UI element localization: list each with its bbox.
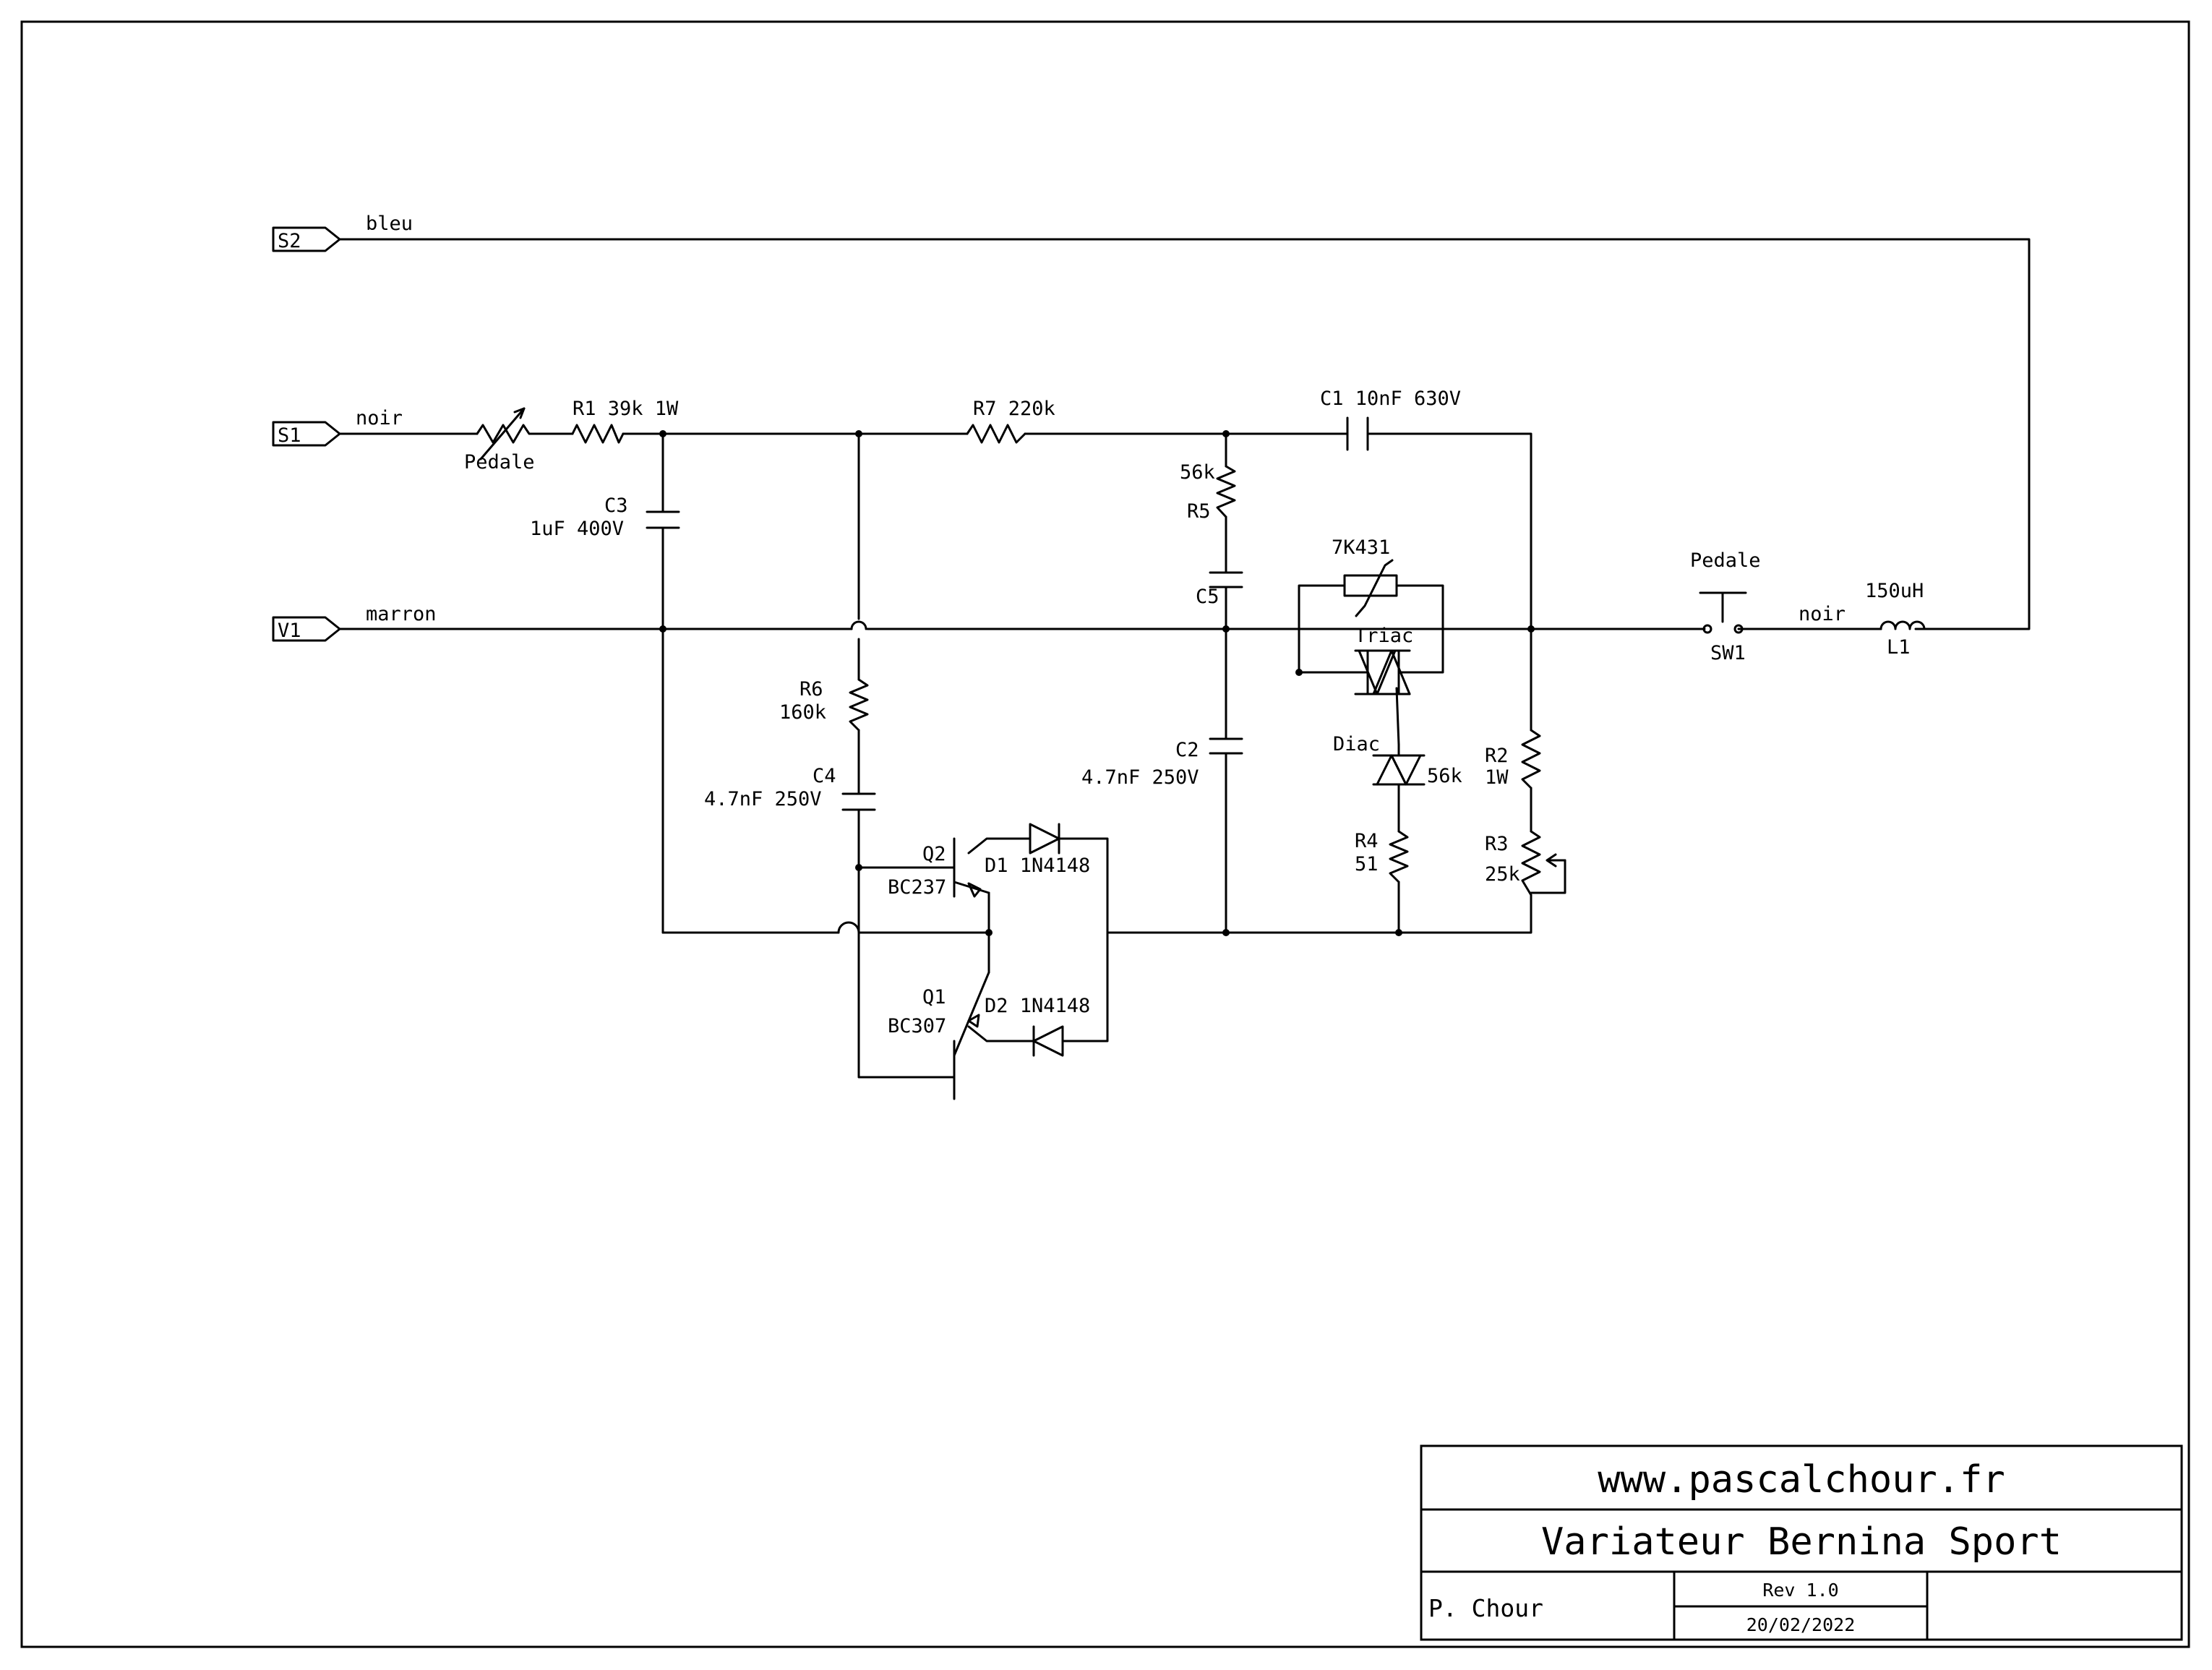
r2-value: 1W — [1485, 766, 1509, 789]
diode-d1: D1 1N4148 — [985, 823, 1090, 877]
r6-value: 160k — [779, 701, 826, 724]
switch-sw1: Pedale SW1 — [1690, 549, 1761, 664]
capacitor-c5: C5 — [1196, 571, 1243, 608]
port-s2-label: S2 — [278, 230, 301, 252]
diac-label: Diac — [1333, 733, 1380, 755]
website-label: www.pascalchour.fr — [1598, 1458, 2005, 1502]
q1-type: BC307 — [888, 1015, 946, 1037]
wire-label-noir-out: noir — [1799, 603, 1846, 625]
r4-value: 51 — [1355, 853, 1379, 875]
resistor-r1: R1 39k 1W — [571, 398, 679, 444]
diac-res-label: 56k — [1427, 765, 1462, 787]
crossover-bump — [850, 620, 867, 630]
date-label: 20/02/2022 — [1746, 1614, 1856, 1635]
d2-label: D2 1N4148 — [985, 995, 1090, 1017]
c3-value: 1uF 400V — [530, 518, 624, 540]
l1-label: L1 — [1887, 636, 1911, 659]
c4-name: C4 — [813, 765, 836, 787]
sw1-label: SW1 — [1710, 642, 1746, 664]
inductor-l1: 150uH L1 — [1865, 580, 1926, 659]
pedale-potentiometer: Pedale — [464, 407, 536, 474]
c5-label: C5 — [1196, 586, 1219, 608]
r6-name: R6 — [800, 678, 823, 701]
resistor-r7: R7 220k — [966, 398, 1055, 444]
schematic-title: Variateur Bernina Sport — [1541, 1520, 2062, 1564]
triac-label: Triac — [1355, 625, 1413, 647]
q2-name: Q2 — [922, 843, 946, 865]
crossover-bump — [837, 921, 860, 934]
potentiometer-r3: R3 25k — [1485, 830, 1566, 896]
r3-value: 25k — [1485, 863, 1520, 886]
r3-name: R3 — [1485, 833, 1509, 855]
varistor-label: 7K431 — [1332, 536, 1390, 559]
diode-d2: D2 1N4148 — [985, 995, 1090, 1057]
port-s1: S1 — [272, 421, 341, 447]
wire-label-marron: marron — [366, 603, 437, 625]
transistor-q2: Q2 BC237 — [888, 837, 990, 899]
author-label: P. Chour — [1428, 1594, 1543, 1622]
d1-label: D1 1N4148 — [985, 855, 1090, 877]
r1-label: R1 39k 1W — [573, 398, 679, 420]
capacitor-c3: C3 1uF 400V — [530, 494, 680, 540]
triac: Triac — [1354, 625, 1413, 695]
capacitor-c2: C2 4.7nF 250V — [1081, 737, 1243, 789]
q1-name: Q1 — [922, 986, 946, 1009]
resistor-r5: 56k R5 — [1180, 461, 1236, 523]
title-block: www.pascalchour.fr Variateur Bernina Spo… — [1420, 1444, 2183, 1641]
pedale-pot-label: Pedale — [464, 451, 535, 474]
wire-label-bleu: bleu — [366, 213, 413, 235]
c2-value: 4.7nF 250V — [1081, 766, 1199, 789]
port-s2: S2 — [272, 226, 341, 252]
capacitor-c4: C4 4.7nF 250V — [704, 765, 876, 811]
port-s1-label: S1 — [278, 424, 301, 447]
r5-value: 56k — [1180, 461, 1215, 484]
resistor-r6: R6 160k — [779, 678, 869, 732]
wire-label-noir: noir — [356, 407, 403, 429]
port-v1-label: V1 — [278, 620, 301, 642]
port-v1: V1 — [272, 616, 341, 642]
r2-name: R2 — [1485, 745, 1509, 767]
transistor-q1: Q1 BC307 — [888, 971, 990, 1100]
resistor-r2: R2 1W — [1485, 729, 1541, 789]
c4-value: 4.7nF 250V — [704, 788, 822, 810]
c2-name: C2 — [1175, 739, 1199, 761]
c3-name: C3 — [604, 494, 628, 517]
r4-name: R4 — [1355, 830, 1379, 852]
diac: Diac 56k — [1333, 733, 1462, 787]
q2-type: BC237 — [888, 876, 946, 899]
r5-name: R5 — [1187, 500, 1211, 523]
wires — [338, 238, 2031, 1079]
sheet-border — [20, 20, 2190, 1648]
switch-pedale-label: Pedale — [1690, 549, 1761, 572]
resistor-r4: R4 51 — [1355, 830, 1409, 883]
revision-label: Rev 1.0 — [1762, 1580, 1838, 1601]
inductor-value: 150uH — [1865, 580, 1924, 602]
junction-dots — [659, 430, 1535, 936]
capacitor-c1: C1 10nF 630V — [1320, 387, 1461, 451]
r7-label: R7 220k — [973, 398, 1055, 420]
c1-label: C1 10nF 630V — [1320, 387, 1461, 410]
varistor-7k431: 7K431 — [1332, 536, 1398, 617]
